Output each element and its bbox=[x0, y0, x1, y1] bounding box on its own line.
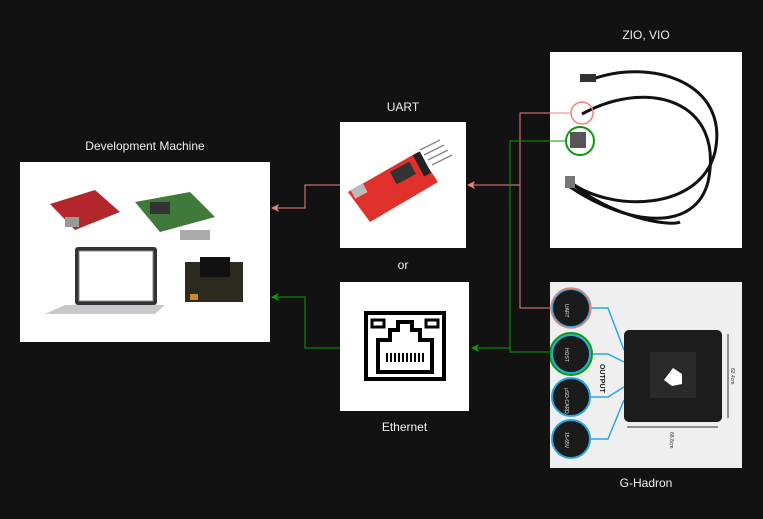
arrow-head-uart bbox=[467, 181, 475, 189]
dim-width: 68.8cm bbox=[668, 432, 674, 448]
arrow-head-dev-uart bbox=[271, 204, 279, 212]
g-hadron-illustration: UART HOST μSD-CARD 15-65V OUTPUT 62.4cm … bbox=[549, 287, 735, 459]
cable-illustration bbox=[565, 70, 719, 225]
arrow-head-dev-ethernet bbox=[271, 293, 279, 301]
vio-wire bbox=[509, 140, 566, 353]
uart-wire bbox=[519, 112, 571, 309]
port-label-uart: UART bbox=[563, 304, 569, 318]
output-label: OUTPUT bbox=[598, 364, 605, 394]
ethernet-image bbox=[340, 282, 469, 411]
zio-vio-label: ZIO, VIO bbox=[622, 28, 670, 42]
uart-to-dev-wire bbox=[272, 184, 340, 209]
g-hadron-image: UART HOST μSD-CARD 15-65V OUTPUT 62.4cm … bbox=[549, 282, 742, 468]
port-label-power: 15-65V bbox=[563, 432, 569, 449]
dev-machine-label: Development Machine bbox=[85, 139, 205, 153]
dim-height: 62.4cm bbox=[729, 368, 735, 384]
zio-vio-cable-image bbox=[550, 52, 742, 248]
ethernet-to-dev-wire bbox=[272, 296, 340, 349]
dev-boards-illustration bbox=[45, 190, 243, 314]
uart-label: UART bbox=[386, 100, 420, 114]
g-hadron-label: G-Hadron bbox=[619, 476, 673, 490]
ethernet-label: Ethernet bbox=[381, 420, 428, 434]
arrow-head-ethernet bbox=[471, 344, 479, 352]
dev-machine-image bbox=[20, 162, 270, 342]
ftdi-board-illustration bbox=[348, 139, 453, 222]
uart-adapter-image bbox=[340, 122, 466, 248]
or-label: or bbox=[397, 258, 409, 272]
port-label-host: HOST bbox=[563, 348, 569, 362]
ethernet-port-icon bbox=[364, 311, 446, 381]
port-label-sd: μSD-CARD bbox=[563, 388, 569, 414]
